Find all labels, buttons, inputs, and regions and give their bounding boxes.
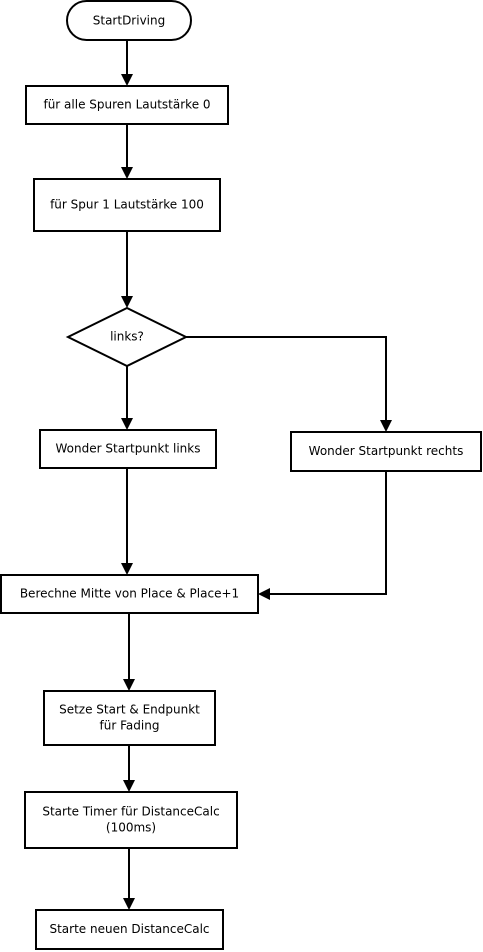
node-startpoint-left-label: Wonder Startpunkt links xyxy=(56,442,201,456)
edge-timer-to-new-calc xyxy=(123,848,135,910)
node-startpoint-left: Wonder Startpunkt links xyxy=(39,429,217,469)
edge-start-to-mute-all xyxy=(121,40,133,86)
node-track1-volume: für Spur 1 Lautstärke 100 xyxy=(33,178,221,232)
node-decision-left-label: links? xyxy=(110,330,144,344)
edge-set-points-to-timer xyxy=(123,745,135,792)
edge-left-to-compute-mid xyxy=(121,468,133,575)
edge-track1-to-decision xyxy=(121,231,133,308)
node-start-timer: Starte Timer für DistanceCalc (100ms) xyxy=(24,791,238,849)
node-new-calc: Starte neuen DistanceCalc xyxy=(35,909,224,950)
node-mute-all: für alle Spuren Lautstärke 0 xyxy=(25,85,229,125)
node-new-calc-label: Starte neuen DistanceCalc xyxy=(49,922,209,936)
node-startpoint-right: Wonder Startpunkt rechts xyxy=(290,431,482,472)
node-set-points: Setze Start & Endpunkt für Fading xyxy=(43,690,216,746)
node-start: StartDriving xyxy=(66,0,192,41)
node-start-timer-label-line1: Starte Timer für DistanceCalc xyxy=(42,805,219,819)
node-decision-left: links? xyxy=(65,306,189,368)
node-start-label: StartDriving xyxy=(93,14,165,28)
node-compute-mid-label: Berechne Mitte von Place & Place+1 xyxy=(20,587,239,601)
node-set-points-label-line1: Setze Start & Endpunkt xyxy=(59,703,200,717)
edge-compute-mid-to-set-points xyxy=(123,613,135,691)
node-startpoint-right-label: Wonder Startpunkt rechts xyxy=(309,444,464,458)
edge-decision-to-left xyxy=(121,366,133,430)
node-set-points-label-line2: für Fading xyxy=(100,719,160,733)
node-mute-all-label: für alle Spuren Lautstärke 0 xyxy=(43,98,210,112)
edge-right-to-compute-mid xyxy=(258,471,387,600)
node-start-timer-label-line2: (100ms) xyxy=(106,821,156,835)
edge-decision-to-right xyxy=(186,336,392,432)
node-compute-mid: Berechne Mitte von Place & Place+1 xyxy=(0,574,259,614)
edge-mute-all-to-track1 xyxy=(121,124,133,179)
edges xyxy=(121,40,392,910)
node-track1-volume-label: für Spur 1 Lautstärke 100 xyxy=(50,198,204,212)
